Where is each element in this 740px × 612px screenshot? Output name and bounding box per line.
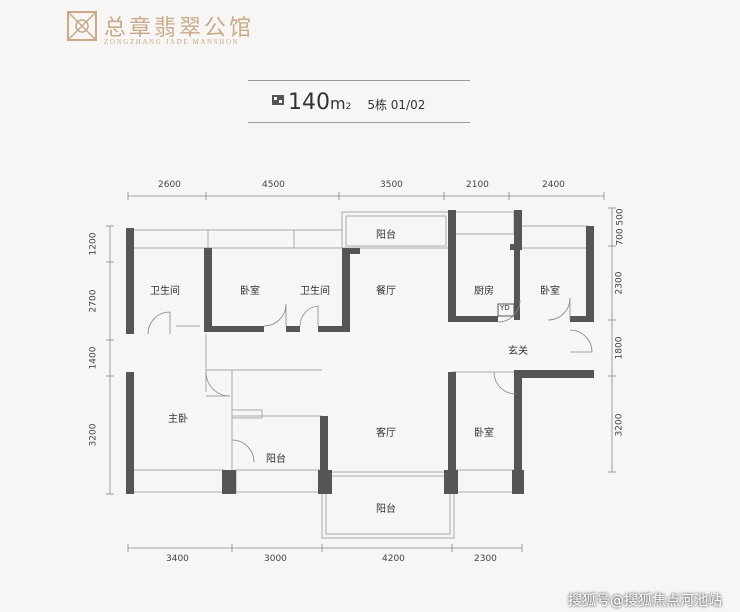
dim-top-1: 2600	[158, 180, 181, 190]
dim-left-1: 1200	[88, 232, 99, 256]
dim-bottom-2: 3000	[264, 554, 287, 564]
dim-top-5: 2400	[542, 180, 565, 190]
room-bed-3: 卧室	[474, 428, 494, 439]
brand-name: 总章翡翠公馆	[104, 16, 255, 41]
area-heading: 140 m 2 5栋 01/02	[272, 90, 425, 115]
dim-bottom-4: 2300	[474, 554, 497, 564]
room-dining: 餐厅	[376, 286, 396, 297]
walls	[126, 210, 594, 494]
dim-top-4: 2100	[466, 180, 489, 190]
dim-right-4: 3200	[614, 413, 625, 437]
room-bath-1: 卫生间	[150, 286, 180, 297]
room-kitchen: 厨房	[474, 286, 494, 297]
room-balcony-mid: 阳台	[266, 454, 286, 465]
room-master-bed: 主卧	[168, 414, 188, 425]
dim-left-2: 2700	[88, 289, 99, 313]
dim-left-3: 1400	[88, 346, 99, 370]
yd-box	[497, 303, 515, 317]
dim-top-2: 4500	[262, 180, 285, 190]
dim-bottom-3: 4200	[382, 554, 405, 564]
room-balcony-bottom: 阳台	[376, 504, 396, 515]
kitchen-yd-label: YD	[500, 304, 510, 312]
unit-number: 5栋 01/02	[367, 98, 426, 112]
room-bed-1: 卧室	[240, 286, 260, 297]
dim-bottom-1: 3400	[166, 554, 189, 564]
brand-logo-icon	[67, 11, 97, 41]
floorplan-icon	[272, 95, 284, 105]
watermark: 搜狐号@搜狐焦点河池站	[568, 593, 722, 609]
area-unit: m	[330, 94, 346, 113]
area-value: 140	[288, 90, 330, 115]
room-bath-2: 卫生间	[300, 286, 330, 297]
dim-right-1: 700 500	[615, 208, 626, 246]
brand-name-en: ZONGZHANG JADE MANSHON	[104, 38, 240, 46]
area-unit-sup: 2	[345, 102, 352, 112]
room-bed-2: 卧室	[540, 286, 560, 297]
dimension-lines	[106, 192, 616, 552]
room-balcony-top: 阳台	[376, 230, 396, 241]
doors	[147, 297, 593, 463]
area-line-bottom	[248, 122, 470, 123]
dim-left-4: 3200	[88, 423, 99, 447]
room-foyer: 玄关	[508, 346, 528, 357]
dim-right-3: 1800	[614, 336, 625, 360]
room-living: 客厅	[376, 428, 396, 439]
dim-top-3: 3500	[380, 180, 403, 190]
area-line-top	[248, 80, 470, 81]
dim-right-2: 2300	[614, 271, 625, 295]
